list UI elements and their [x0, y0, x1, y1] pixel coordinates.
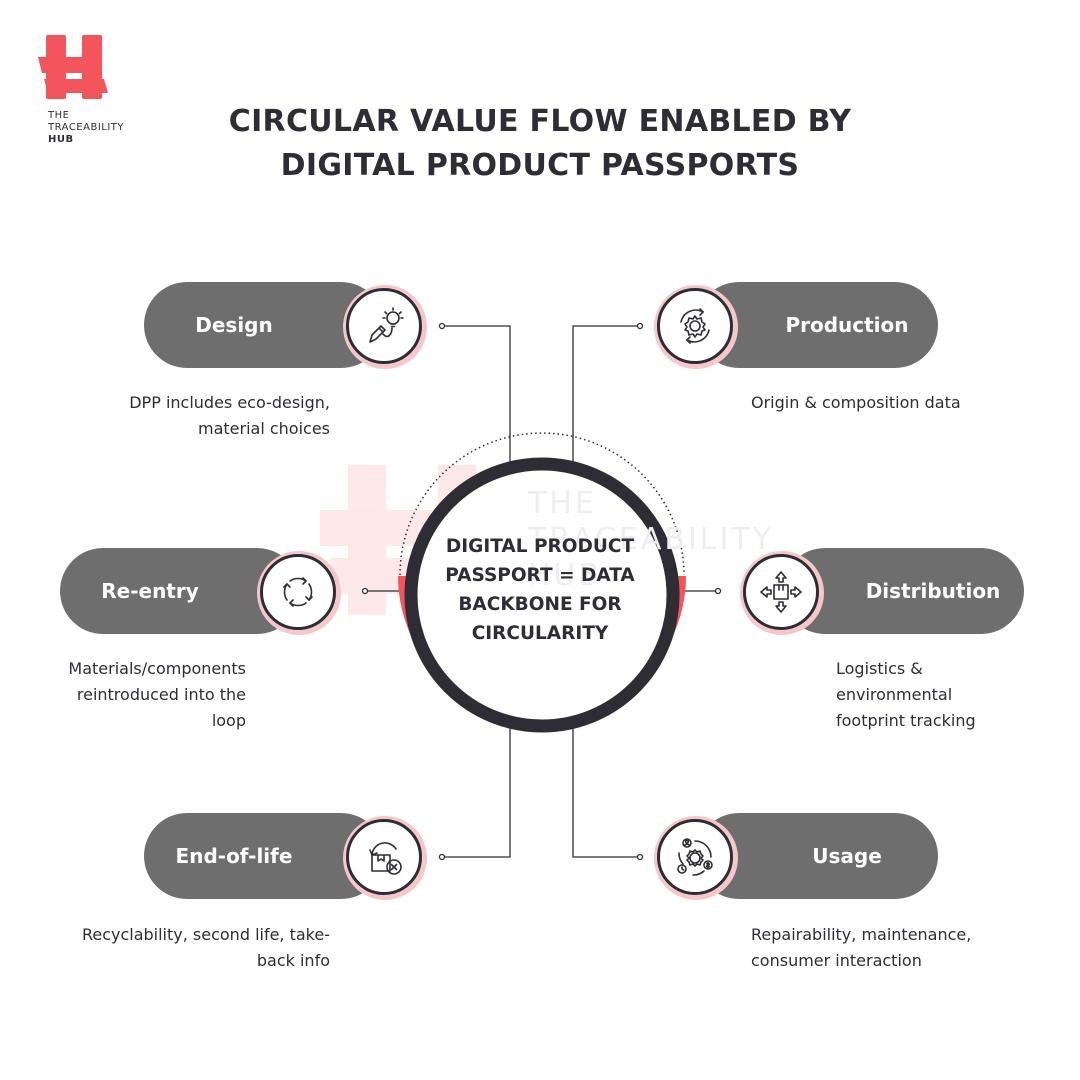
icon-frame	[657, 288, 733, 364]
stage-pill-distribution: Distribution	[782, 548, 1024, 634]
desc-line: material choices	[197, 419, 330, 438]
connector-dots	[361, 322, 722, 861]
center-label-line: DIGITAL PRODUCT	[445, 536, 635, 557]
circular-arrows-icon	[283, 577, 313, 607]
stage-icon-design	[343, 285, 427, 369]
icon-frame	[260, 554, 336, 630]
box-return-icon	[369, 842, 402, 875]
user-gear-cycle-icon	[677, 838, 713, 876]
gear-cycle-icon	[680, 308, 710, 344]
stage-desc-reentry: Materials/components reintroduced into t…	[20, 656, 246, 734]
box-arrows-icon	[760, 571, 802, 613]
title-line: DIGITAL PRODUCT PASSPORTS	[280, 148, 800, 183]
brand-name-line: THE	[48, 110, 70, 121]
stage-label: Distribution	[865, 579, 1001, 603]
watermark-line: THE	[528, 486, 597, 521]
pencil-lightbulb-icon	[369, 307, 404, 343]
stage-icon-endoflife	[343, 816, 427, 900]
center-label-line: PASSPORT = DATA	[445, 565, 635, 586]
stage-label: Production	[785, 313, 909, 337]
desc-line: Origin & composition data	[751, 393, 961, 412]
stage-label: Re-entry	[101, 579, 199, 603]
stage-desc-distribution: Logistics & environmental footprint trac…	[836, 656, 1036, 734]
desc-line: Materials/components	[68, 659, 246, 678]
desc-line: reintroduced into the	[76, 685, 246, 704]
desc-line: loop	[211, 711, 246, 730]
desc-line: environmental	[836, 685, 953, 704]
watermark-line: HUB	[528, 558, 603, 593]
brand-name-line: TRACEABILITY	[48, 122, 125, 133]
watermark-line: TRACEABILITY	[528, 522, 775, 557]
stage-icon-usage	[654, 816, 738, 900]
stage-desc-design: DPP includes eco-design, material choice…	[90, 390, 330, 442]
stage-label: End-of-life	[175, 844, 293, 868]
stage-label: Usage	[812, 844, 882, 868]
icon-frame	[346, 819, 422, 895]
brand-name: THE TRACEABILITY HUB	[48, 110, 124, 146]
stage-desc-endoflife: Recyclability, second life, take- back i…	[40, 922, 330, 974]
page-title: CIRCULAR VALUE FLOW ENABLED BY DIGITAL P…	[140, 100, 940, 188]
desc-line: footprint tracking	[836, 711, 976, 730]
brand-name-line: HUB	[48, 134, 74, 145]
stage-desc-usage: Repairability, maintenance, consumer int…	[751, 922, 1031, 974]
desc-line: Repairability, maintenance,	[751, 925, 972, 944]
stage-label: Design	[195, 313, 273, 337]
center-label: DIGITAL PRODUCT PASSPORT = DATA BACKBONE…	[430, 532, 650, 648]
desc-line: Recyclability, second life, take-	[81, 925, 330, 944]
watermark-text: THE TRACEABILITY HUB	[528, 486, 774, 594]
title-line: CIRCULAR VALUE FLOW ENABLED BY	[228, 104, 852, 139]
center-label-line: CIRCULARITY	[471, 623, 609, 644]
center-label-line: BACKBONE FOR	[458, 594, 622, 615]
center-ring	[398, 432, 686, 733]
stage-desc-production: Origin & composition data	[751, 390, 1011, 416]
connector-lines	[365, 325, 718, 858]
icon-frame	[743, 554, 819, 630]
desc-line: DPP includes eco-design,	[129, 393, 330, 412]
stage-icon-production	[654, 285, 738, 369]
desc-line: Logistics &	[836, 659, 923, 678]
stage-icon-reentry	[257, 551, 341, 635]
brand-logo	[38, 35, 108, 99]
icon-frame	[346, 288, 422, 364]
icon-frame	[657, 819, 733, 895]
stage-icon-distribution	[740, 551, 824, 635]
desc-line: back info	[256, 951, 330, 970]
desc-line: consumer interaction	[751, 951, 922, 970]
